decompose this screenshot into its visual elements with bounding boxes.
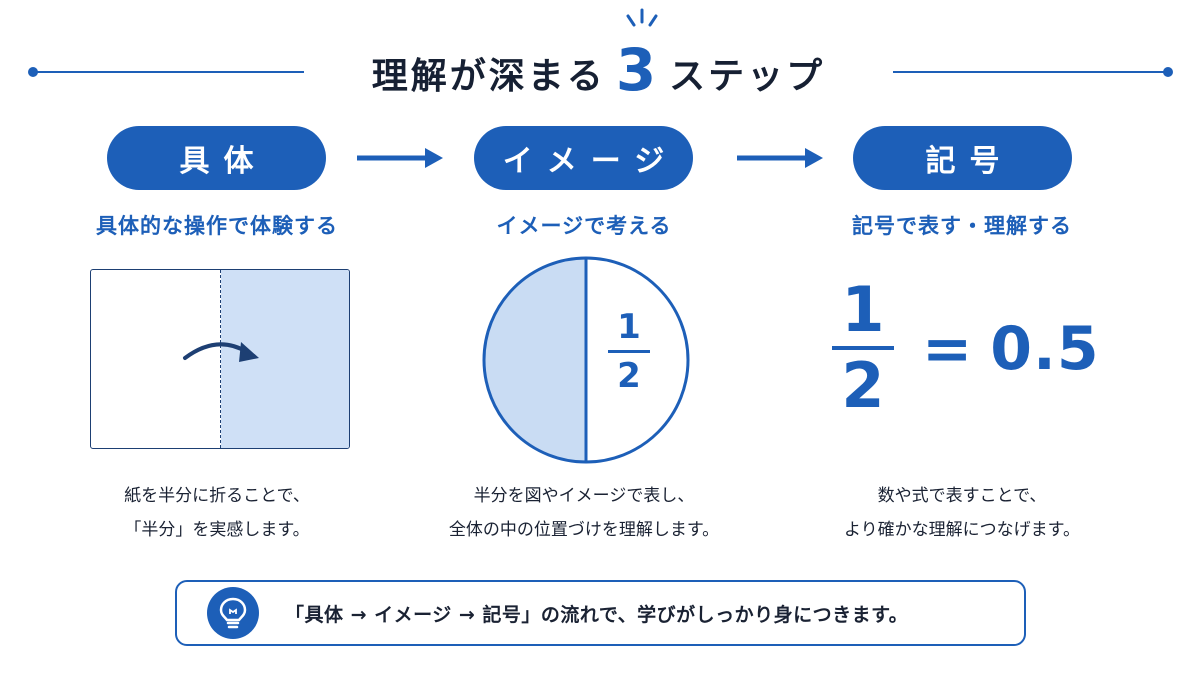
step-pill-image: イメージ	[474, 126, 693, 190]
summary-note-box: 「具体 → イメージ → 記号」の流れで、学びがしっかり身につきます。	[175, 580, 1026, 646]
summary-note-text: 「具体 → イメージ → 記号」の流れで、学びがしっかり身につきます。	[285, 603, 909, 626]
step-arrow-2	[737, 148, 823, 168]
title-number: 3	[615, 36, 660, 104]
step-subtitle-image: イメージで考える	[496, 214, 672, 238]
half-circle-diagram	[482, 256, 690, 464]
title-suffix: ステップ	[669, 56, 826, 97]
desc-line: より確かな理解につなげます。	[844, 520, 1080, 540]
desc-line: 半分を図やイメージで表し、	[473, 486, 695, 506]
equation-fraction: 1 2	[828, 278, 898, 418]
step-pill-symbol: 記号	[853, 126, 1072, 190]
circle-fraction-denominator: 2	[617, 356, 641, 396]
desc-line: 全体の中の位置づけを理解します。	[448, 520, 720, 540]
circle-fraction-numerator: 1	[617, 307, 641, 347]
step-subtitle-symbol: 記号で表す・理解する	[852, 214, 1072, 238]
folded-paper-illustration	[90, 269, 350, 449]
page-title: 理解が深まる 3 ステップ	[304, 36, 893, 108]
circle-fraction-bar	[608, 350, 650, 353]
step-pill-concrete: 具体	[107, 126, 326, 190]
step-subtitle-concrete: 具体的な操作で体験する	[96, 214, 338, 238]
title-line-left	[32, 71, 304, 73]
step-description-image: 半分を図やイメージで表し、 全体の中の位置づけを理解します。	[404, 479, 764, 547]
fold-arrow-icon	[183, 342, 259, 362]
lightbulb-icon	[207, 587, 259, 639]
desc-line: 紙を半分に折ることで、	[124, 486, 310, 506]
equation-result-value: 0.5	[990, 314, 1100, 384]
paper-fold-line	[220, 270, 221, 448]
step-arrow-1	[357, 148, 443, 168]
equation-denominator: 2	[841, 349, 885, 422]
equation-result: =0.5	[922, 314, 1100, 384]
sparkle-icon	[626, 8, 658, 27]
equation-numerator: 1	[841, 273, 885, 346]
equation-equals-sign: =	[922, 314, 991, 384]
step-description-symbol: 数や式で表すことで、 より確かな理解につなげます。	[782, 479, 1142, 547]
title-line-dot-right	[1163, 67, 1173, 77]
desc-line: 数や式で表すことで、	[877, 486, 1047, 506]
title-prefix: 理解が深まる	[371, 56, 606, 97]
equation-fraction-bar	[832, 346, 894, 350]
step-description-concrete: 紙を半分に折ることで、 「半分」を実感します。	[37, 479, 397, 547]
circle-fraction: 1 2	[606, 308, 652, 395]
desc-line: 「半分」を実感します。	[124, 520, 310, 540]
title-line-right	[893, 71, 1168, 73]
